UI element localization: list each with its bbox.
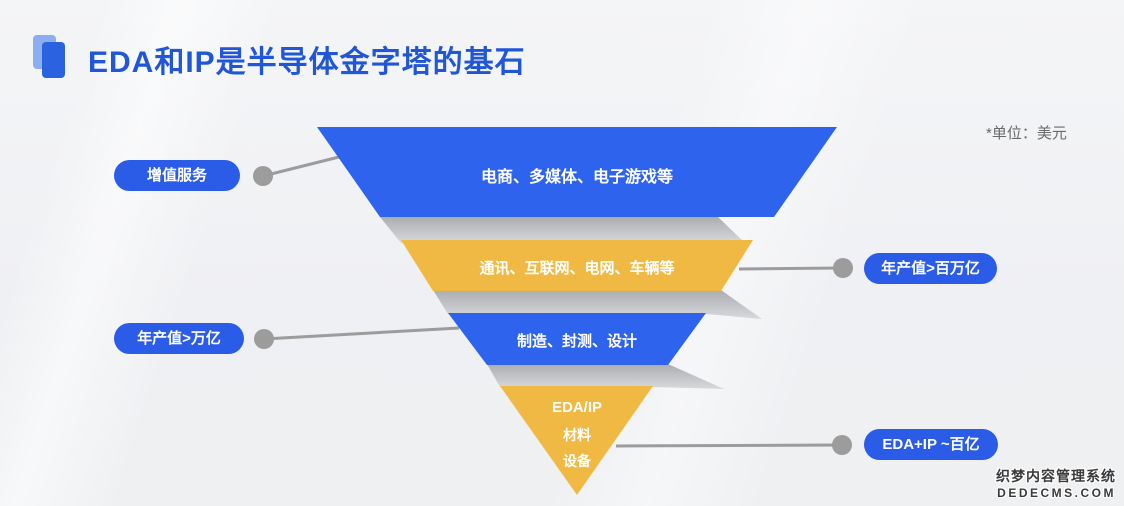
funnel-layer-2-label: 通讯、互联网、电网、车辆等 [479, 260, 675, 277]
unit-note: *单位：美元 [986, 125, 1067, 142]
watermark-line-2: DEDECMS.COM [997, 486, 1116, 500]
funnel-layer-4-label-line-2: 材料 [563, 427, 591, 443]
funnel-layer-1-label: 电商、多媒体、电子游戏等 [480, 169, 673, 186]
callout-annual-output-trillion: 年产值>万亿 [114, 323, 244, 354]
connector-dot-value-added [253, 166, 273, 186]
connector-line-eda-ip [615, 443, 842, 448]
watermark: 织梦内容管理系统 DEDECMS.COM [996, 466, 1116, 500]
funnel-layer-2 [401, 240, 753, 291]
callout-eda-ip-ten-billion: EDA+IP ~百亿 [864, 429, 998, 460]
funnel-layer-3-label: 制造、封测、设计 [516, 333, 637, 350]
callout-value-added-services: 增值服务 [114, 160, 240, 191]
funnel-shadow-1 [380, 217, 745, 243]
funnel-shadow-2 [433, 290, 762, 319]
connector-dot-hundred-trillion [833, 258, 853, 278]
funnel-layer-1 [317, 127, 837, 217]
connector-line-hundred-trillion [738, 266, 843, 271]
connector-line-trillion [263, 326, 460, 341]
connector-dot-eda-ip [832, 435, 852, 455]
funnel-layer-4 [500, 386, 653, 495]
connector-line-value-added [262, 155, 340, 178]
funnel-layer-4-label-line-1: EDA/IP [551, 399, 602, 416]
funnel-layer-4-label-line-3: 设备 [563, 453, 591, 469]
page-title: EDA和IP是半导体金字塔的基石 [88, 46, 526, 79]
connector-dot-trillion [254, 329, 274, 349]
funnel-shadow-3 [487, 364, 724, 389]
title-marker [42, 42, 65, 78]
funnel-layer-3 [448, 313, 706, 365]
callout-annual-output-hundred-trillion: 年产值>百万亿 [864, 253, 997, 284]
watermark-line-1: 织梦内容管理系统 [996, 468, 1116, 484]
